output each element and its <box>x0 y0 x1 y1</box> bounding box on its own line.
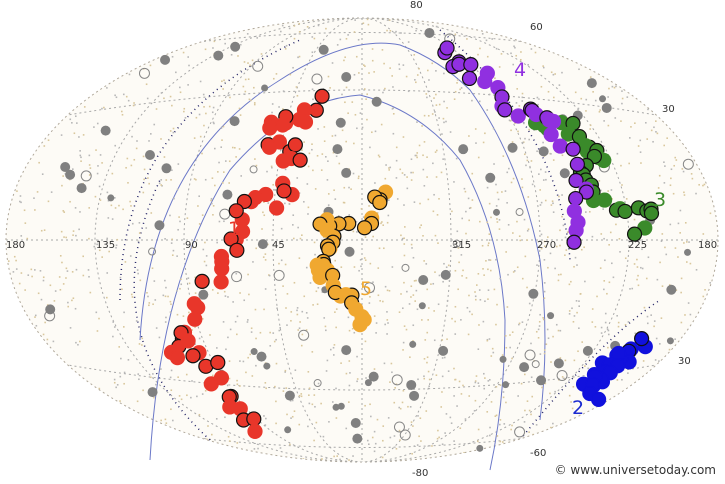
tick-b60: 60 <box>530 22 543 33</box>
dotted-boundaries <box>119 29 661 441</box>
tick-bm30: 30 <box>678 356 691 367</box>
group-label-5: 5 <box>360 278 372 300</box>
group-2-points <box>575 331 653 408</box>
tick-l135: 135 <box>96 240 115 251</box>
group-label-2: 2 <box>572 397 584 419</box>
grey-sources <box>44 27 694 452</box>
tick-l180: 180 <box>6 240 25 251</box>
galactic-plane-contour <box>139 42 546 471</box>
group-5-points <box>309 184 394 333</box>
group-label-4: 4 <box>514 59 526 81</box>
group-4-points <box>437 40 595 250</box>
tick-l225: 225 <box>628 240 647 251</box>
tick-bm80: -80 <box>412 468 428 479</box>
tick-b80: 80 <box>410 0 423 11</box>
tick-r180: 180 <box>698 240 717 251</box>
group-1-points <box>163 88 330 439</box>
group-label-1: 1 <box>228 218 240 240</box>
tick-l45: 45 <box>272 240 285 251</box>
tick-l90: 90 <box>185 240 198 251</box>
group-label-3: 3 <box>654 189 666 211</box>
tick-bm60: -60 <box>530 448 546 459</box>
credit-watermark: © www.universetoday.com <box>551 462 719 478</box>
tick-l270: 270 <box>537 240 556 251</box>
tick-l315: 315 <box>452 240 471 251</box>
tick-b30: 30 <box>662 104 675 115</box>
